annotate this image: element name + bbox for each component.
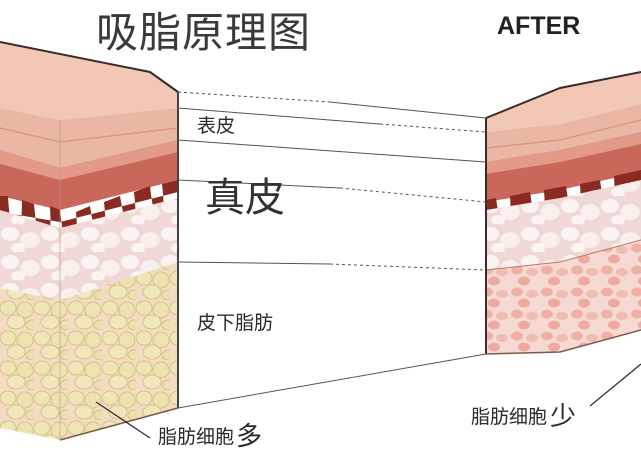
callout-fat-cells-after-suffix: 少 <box>550 402 577 432</box>
label-epidermis: 表皮 <box>197 115 236 137</box>
callout-fat-cells-before-text: 脂肪细胞 <box>158 426 235 448</box>
callout-fat-cells-after-text: 脂肪细胞 <box>471 406 548 428</box>
diagram-title: 吸脂原理图 <box>96 8 312 57</box>
callout-leader-after <box>589 363 641 407</box>
callout-leader-before <box>95 401 151 439</box>
after-label: AFTER <box>497 12 581 40</box>
skin-block-after <box>485 71 641 355</box>
label-dermis: 真皮 <box>205 175 285 221</box>
layer-guide-lines <box>177 91 487 409</box>
callout-fat-cells-before: 脂肪细胞多 <box>158 424 262 450</box>
skin-block-before <box>0 41 179 441</box>
callout-fat-cells-before-suffix: 多 <box>236 422 263 452</box>
callout-fat-cells-after: 脂肪细胞少 <box>471 404 576 430</box>
label-subcutaneous-fat: 皮下脂肪 <box>197 312 274 334</box>
